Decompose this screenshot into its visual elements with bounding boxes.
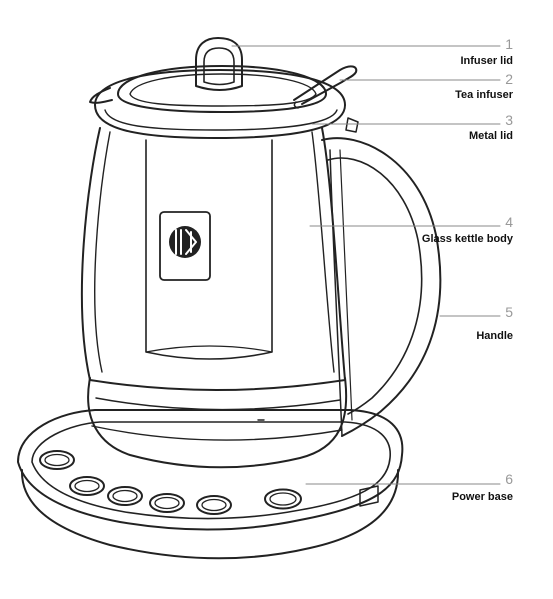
control-buttons (39, 450, 302, 515)
callout-number-2: 2 (505, 71, 513, 87)
leader-lines (231, 45, 501, 485)
infuser-lid (117, 65, 327, 113)
button-4 (149, 493, 185, 513)
callout-number-3: 3 (505, 112, 513, 128)
callout-number-4: 4 (505, 214, 513, 230)
callout-label-glass-kettle-body: Glass kettle body (421, 233, 513, 245)
callout-label-infuser-lid: Infuser lid (460, 55, 513, 67)
callout-number-6: 6 (505, 471, 513, 487)
button-3 (107, 486, 143, 506)
infuser-lid-handle (195, 37, 243, 91)
callout-label-handle: Handle (476, 330, 513, 342)
spout (89, 87, 113, 104)
callout-number-1: 1 (505, 36, 513, 52)
power-base (17, 409, 404, 560)
brand-logo-badge (159, 211, 211, 281)
callout-label-tea-infuser: Tea infuser (455, 89, 513, 101)
button-6 (264, 488, 302, 510)
button-2 (69, 476, 105, 496)
callout-number-5: 5 (505, 304, 513, 320)
tea-infuser-hook (293, 65, 358, 109)
button-5 (196, 495, 232, 515)
callout-label-power-base: Power base (451, 491, 513, 503)
button-1 (39, 450, 75, 470)
handle (321, 137, 442, 437)
callout-label-metal-lid: Metal lid (468, 130, 513, 142)
metal-lid (94, 69, 359, 139)
kettle-bottom (87, 377, 348, 469)
glass-kettle-body (80, 127, 346, 391)
